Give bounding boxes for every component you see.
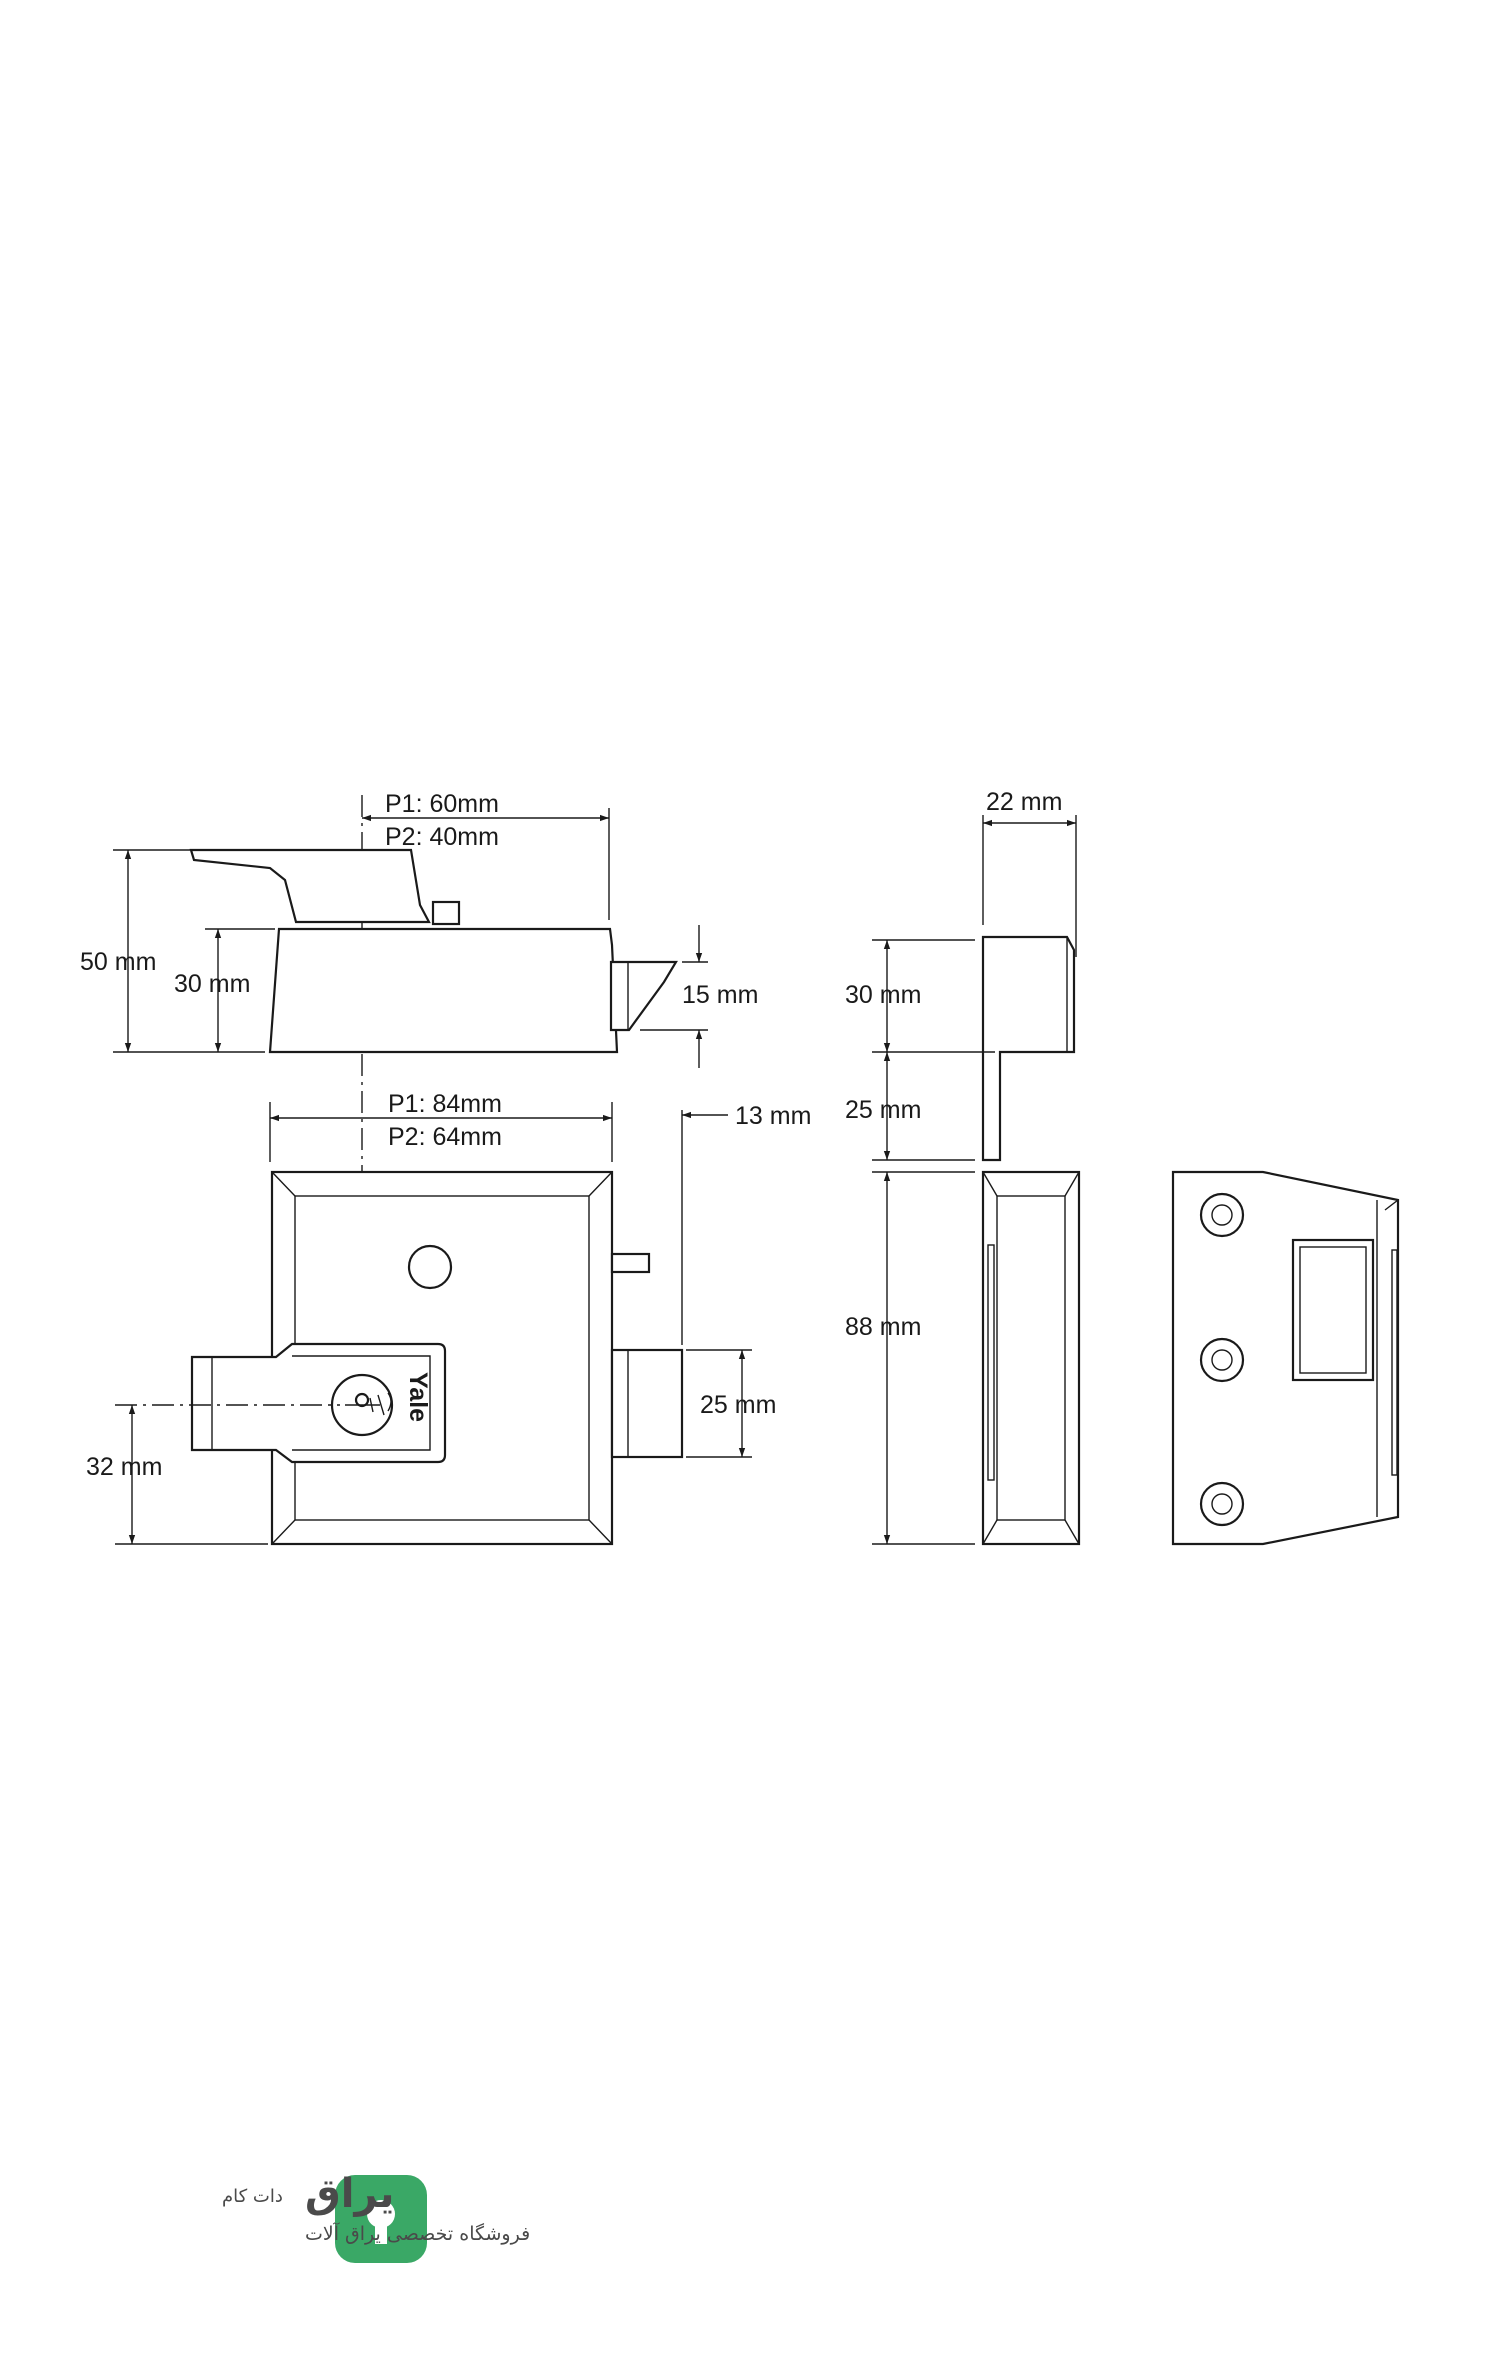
backset-32-label: 32 mm xyxy=(86,1453,162,1481)
staple-keeper-opening-inner xyxy=(1299,1246,1367,1374)
staple-25-label: 25 mm xyxy=(845,1096,921,1124)
keyway-icon xyxy=(354,1392,370,1408)
snib-hole xyxy=(407,1244,453,1290)
watermark: یراق دات کام فروشگاه تخصصی یراق آلات xyxy=(222,2171,530,2263)
watermark-brand-suffix: دات کام xyxy=(222,2186,283,2207)
watermark-tagline: فروشگاه تخصصی یراق آلات xyxy=(305,2221,530,2245)
staple-bevel-tl xyxy=(982,1171,998,1197)
screw-hole-bottom-inner xyxy=(1211,1493,1233,1515)
top-view: P1: 60mm P2: 40mm 50 mm 30 mm 15 mm xyxy=(80,790,758,1540)
top-view-latch-bolt xyxy=(609,960,678,1032)
staple-keeper-opening xyxy=(1291,1238,1375,1382)
screw-hole-middle-inner xyxy=(1211,1349,1233,1371)
case-bevel-tr xyxy=(588,1171,613,1197)
staple-30-label: 30 mm xyxy=(845,981,921,1009)
screw-hole-top xyxy=(1199,1192,1245,1238)
staple-lower-side-inner xyxy=(996,1195,1066,1521)
screw-hole-top-inner xyxy=(1211,1204,1233,1226)
staple-bevel-tr xyxy=(1064,1171,1080,1197)
staple-lower-side xyxy=(981,1170,1081,1546)
staple-bevel-br xyxy=(1064,1519,1080,1545)
height-30-label: 30 mm xyxy=(174,970,250,998)
staple-slot xyxy=(987,1244,995,1481)
staple-front-slot-outer xyxy=(1391,1249,1398,1476)
top-view-button xyxy=(431,900,461,926)
staple-front-inner-edge xyxy=(1384,1199,1399,1211)
front-view: P1: 84mm P2: 64mm Yale 32 mm 13 mm xyxy=(86,1090,811,1546)
cylinder-housing-face xyxy=(292,1355,431,1451)
staple-front-view xyxy=(1171,1170,1400,1546)
p2-width-label: P2: 64mm xyxy=(388,1123,502,1151)
watermark-logo-keyhole-stem xyxy=(375,2222,387,2244)
screw-hole-middle xyxy=(1199,1337,1245,1383)
p2-projection-label: P2: 40mm xyxy=(385,823,499,851)
staple-22-label: 22 mm xyxy=(986,788,1062,816)
staple-bevel-bl xyxy=(982,1519,998,1545)
staple-88-label: 88 mm xyxy=(845,1313,921,1341)
cylinder-housing xyxy=(190,1342,447,1464)
case-bevel-bl xyxy=(271,1519,296,1545)
bolt-15-label: 15 mm xyxy=(682,981,758,1009)
height-50-label: 50 mm xyxy=(80,948,156,976)
offset-13-label: 13 mm xyxy=(735,1102,811,1130)
staple-side-view: 22 mm 30 mm 25 mm 88 mm xyxy=(845,788,1081,1546)
slide-pin xyxy=(610,1252,651,1274)
p1-projection-label: P1: 60mm xyxy=(385,790,499,818)
watermark-brand-name: یراق xyxy=(305,2171,394,2217)
deadbolt-block xyxy=(610,1348,684,1459)
case-bevel-br xyxy=(588,1519,613,1545)
key-icon xyxy=(345,1392,392,1416)
watermark-logo-keyhole xyxy=(367,2200,395,2228)
p1-width-label: P1: 84mm xyxy=(388,1090,502,1118)
cylinder-brand-logo: Yale xyxy=(404,1372,432,1422)
top-view-handle xyxy=(189,848,431,924)
staple-upper-profile xyxy=(981,935,1076,1162)
case-bevel-tl xyxy=(271,1171,296,1197)
bolt-25-label: 25 mm xyxy=(700,1391,776,1419)
screw-hole-bottom xyxy=(1199,1481,1245,1527)
top-view-body xyxy=(268,927,619,1054)
